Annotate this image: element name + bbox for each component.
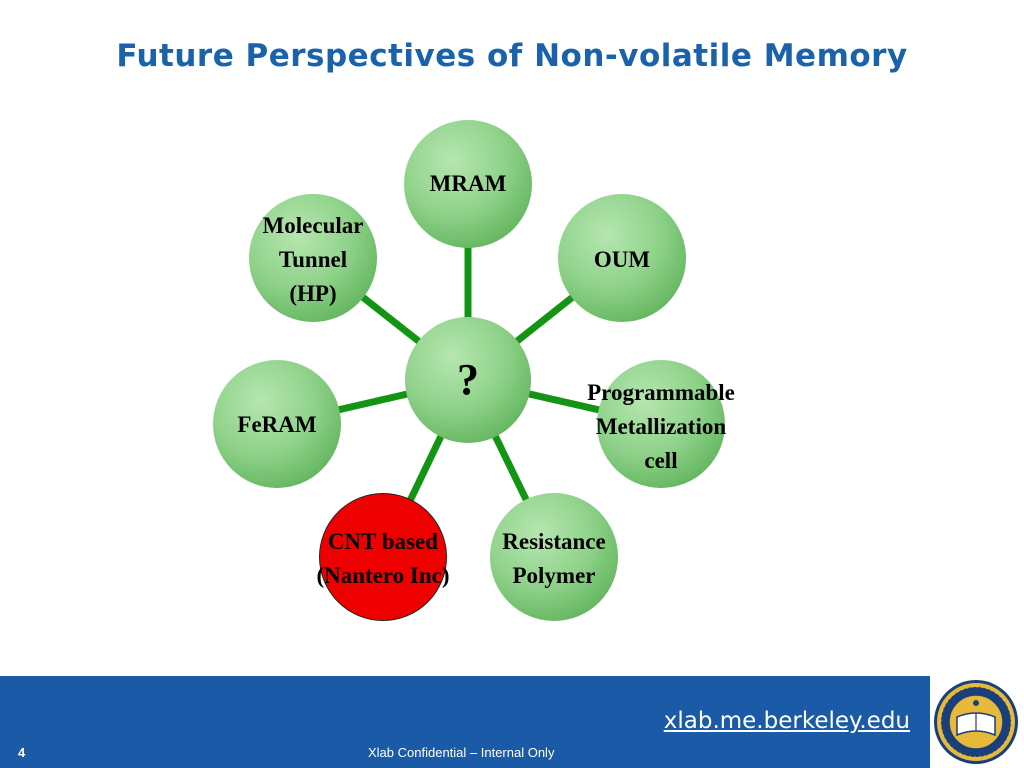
label-line: Metallization [595, 414, 727, 439]
label-line: CNT based [327, 529, 439, 554]
label-resistance-polymer: Resistance Polymer [464, 525, 644, 593]
node-molecular-tunnel [249, 194, 377, 322]
label-line: Resistance [502, 529, 606, 554]
center-label: ? [457, 355, 479, 404]
label-molecular-tunnel: Molecular Tunnel (HP) [228, 209, 398, 311]
label-line: Programmable [587, 380, 735, 405]
slide-title: Future Perspectives of Non-volatile Memo… [116, 38, 908, 74]
label-mram: MRAM [384, 167, 552, 201]
label-line: Polymer [512, 563, 596, 588]
label-line: cell [644, 448, 678, 473]
node-cnt-based [319, 493, 447, 621]
node-oum [558, 194, 686, 322]
page-number: 4 [18, 745, 26, 760]
university-seal-icon [934, 680, 1018, 764]
center-node [405, 317, 531, 443]
label-feram: FeRAM [193, 408, 361, 442]
confidential-notice: Xlab Confidential – Internal Only [368, 745, 555, 760]
node-programmable-metallization [597, 360, 725, 488]
label-programmable-metallization: Programmable Metallization cell [561, 376, 761, 478]
label-line: OUM [593, 247, 651, 272]
label-line: Molecular [262, 213, 364, 238]
node-feram [213, 360, 341, 488]
label-line: (Nantero Inc) [316, 563, 450, 588]
footer-bar [0, 676, 930, 768]
label-line: Tunnel [278, 247, 348, 272]
node-mram [404, 120, 532, 248]
memory-diagram: ? MRAM OUM Programmable Metallization ce… [193, 120, 761, 621]
label-line: FeRAM [237, 412, 317, 437]
footer-url-link[interactable]: xlab.me.berkeley.edu [663, 708, 910, 734]
label-oum: OUM [538, 243, 706, 277]
node-resistance-polymer [490, 493, 618, 621]
label-cnt-based: CNT based (Nantero Inc) [288, 525, 478, 593]
label-line: (HP) [289, 281, 337, 306]
label-line: MRAM [429, 171, 507, 196]
